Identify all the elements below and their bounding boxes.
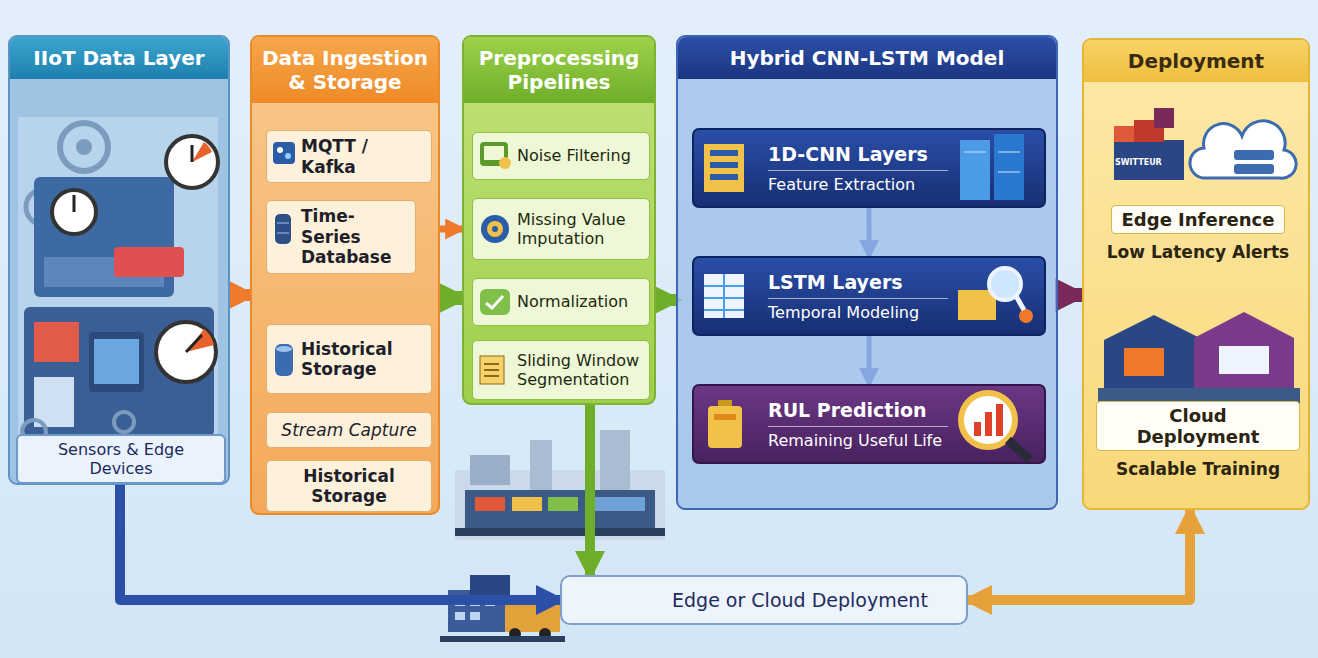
machinery-illustration: [14, 107, 230, 457]
node-title: Edge or Cloud Deployment: [672, 589, 956, 611]
normalize-icon: [479, 288, 511, 316]
imputation-icon: [479, 213, 511, 245]
output-box: RUL PredictionRemaining Useful Life: [692, 384, 1046, 464]
deployment-icons: [1084, 90, 1310, 450]
node-title: Sensors & Edge Devices: [24, 440, 218, 478]
node-title: Edge Inference: [1111, 205, 1286, 234]
process-box: Stream Capture: [266, 412, 432, 448]
process-box: Sliding Window Segmentation: [472, 340, 650, 400]
deployment-box: Edge or Cloud Deployment: [560, 575, 968, 625]
node-title: LSTM Layers: [768, 271, 948, 293]
database-icon: [274, 213, 292, 245]
flow-arrow: [656, 294, 676, 306]
node-title: Preprocessing Pipelines: [464, 37, 654, 103]
deployment-box: Edge InferenceLow Latency Alerts: [1094, 200, 1302, 266]
node-title: Noise Filtering: [517, 146, 643, 165]
flow-arrow: [440, 291, 462, 305]
device-box: Sensors & Edge Devices: [16, 434, 226, 484]
process-box: Normalization: [472, 278, 650, 326]
flow-arrow: [585, 405, 595, 575]
storage-box: Historical Storage: [266, 460, 432, 512]
deployment-box: Cloud DeploymentScalable Training: [1094, 397, 1302, 483]
layer-box: LSTM LayersTemporal Modeling: [692, 256, 1046, 336]
process-box: MQTT / Kafka: [266, 130, 432, 183]
node-title: Sliding Window Segmentation: [517, 351, 643, 389]
storage-box: Historical Storage: [266, 324, 432, 394]
window-icon: [479, 355, 509, 385]
battery-icon: [704, 398, 748, 452]
node-title: Normalization: [517, 292, 643, 311]
flow-arrow: [1058, 288, 1082, 302]
node-title: MQTT / Kafka: [301, 136, 425, 177]
node-title: Stream Capture: [273, 420, 425, 440]
table-icon: [702, 272, 752, 322]
node-subtitle: Low Latency Alerts: [1107, 242, 1289, 262]
node-title: Cloud Deployment: [1096, 401, 1300, 451]
filter-icon: [479, 141, 513, 171]
panel: Hybrid CNN-LSTM Model 1D-CNN LayersFeatur…: [676, 35, 1058, 510]
node-title: Deployment: [1084, 40, 1308, 82]
panel: Data Ingestion & StorageMQTT / KafkaTime…: [250, 35, 440, 515]
broker-icon: [272, 141, 296, 165]
node-subtitle: Feature Extraction: [768, 170, 948, 194]
flow-arrow: [968, 510, 1190, 600]
node-title: Data Ingestion & Storage: [252, 37, 438, 103]
node-title: Time-Series Database: [301, 206, 409, 267]
node-subtitle: Remaining Useful Life: [768, 426, 948, 450]
node-title: 1D-CNN Layers: [768, 143, 948, 165]
magnifier-hand-icon: [950, 262, 1040, 332]
node-title: IIoT Data Layer: [10, 37, 228, 79]
database-box: Time-Series Database: [266, 200, 416, 274]
node-title: Hybrid CNN-LSTM Model: [678, 37, 1056, 79]
building-icon: [440, 575, 565, 642]
factory-illustration: [455, 430, 665, 540]
icon-label: SWITTEUR: [1115, 158, 1162, 167]
storage-icon: [274, 343, 294, 377]
panel: DeploymentEdge InferenceLow Latency Aler…: [1082, 38, 1310, 510]
node-subtitle: Temporal Modeling: [768, 298, 948, 322]
panel: Preprocessing PipelinesNoise FilteringMi…: [462, 35, 656, 405]
node-subtitle: Scalable Training: [1116, 459, 1280, 479]
node-title: Historical Storage: [301, 339, 425, 380]
node-title: Historical Storage: [273, 466, 425, 506]
server-icon: [956, 132, 1036, 204]
process-box: Noise Filtering: [472, 132, 650, 180]
node-title: Missing Value Imputation: [517, 210, 643, 248]
node-title: RUL Prediction: [768, 399, 948, 421]
flow-arrow: [230, 289, 250, 301]
layer-box: 1D-CNN LayersFeature Extraction: [692, 128, 1046, 208]
chart-magnifier-icon: [948, 386, 1040, 464]
panel: IIoT Data LayerSensors & Edge Devices: [8, 35, 230, 485]
process-box: Missing Value Imputation: [472, 198, 650, 260]
